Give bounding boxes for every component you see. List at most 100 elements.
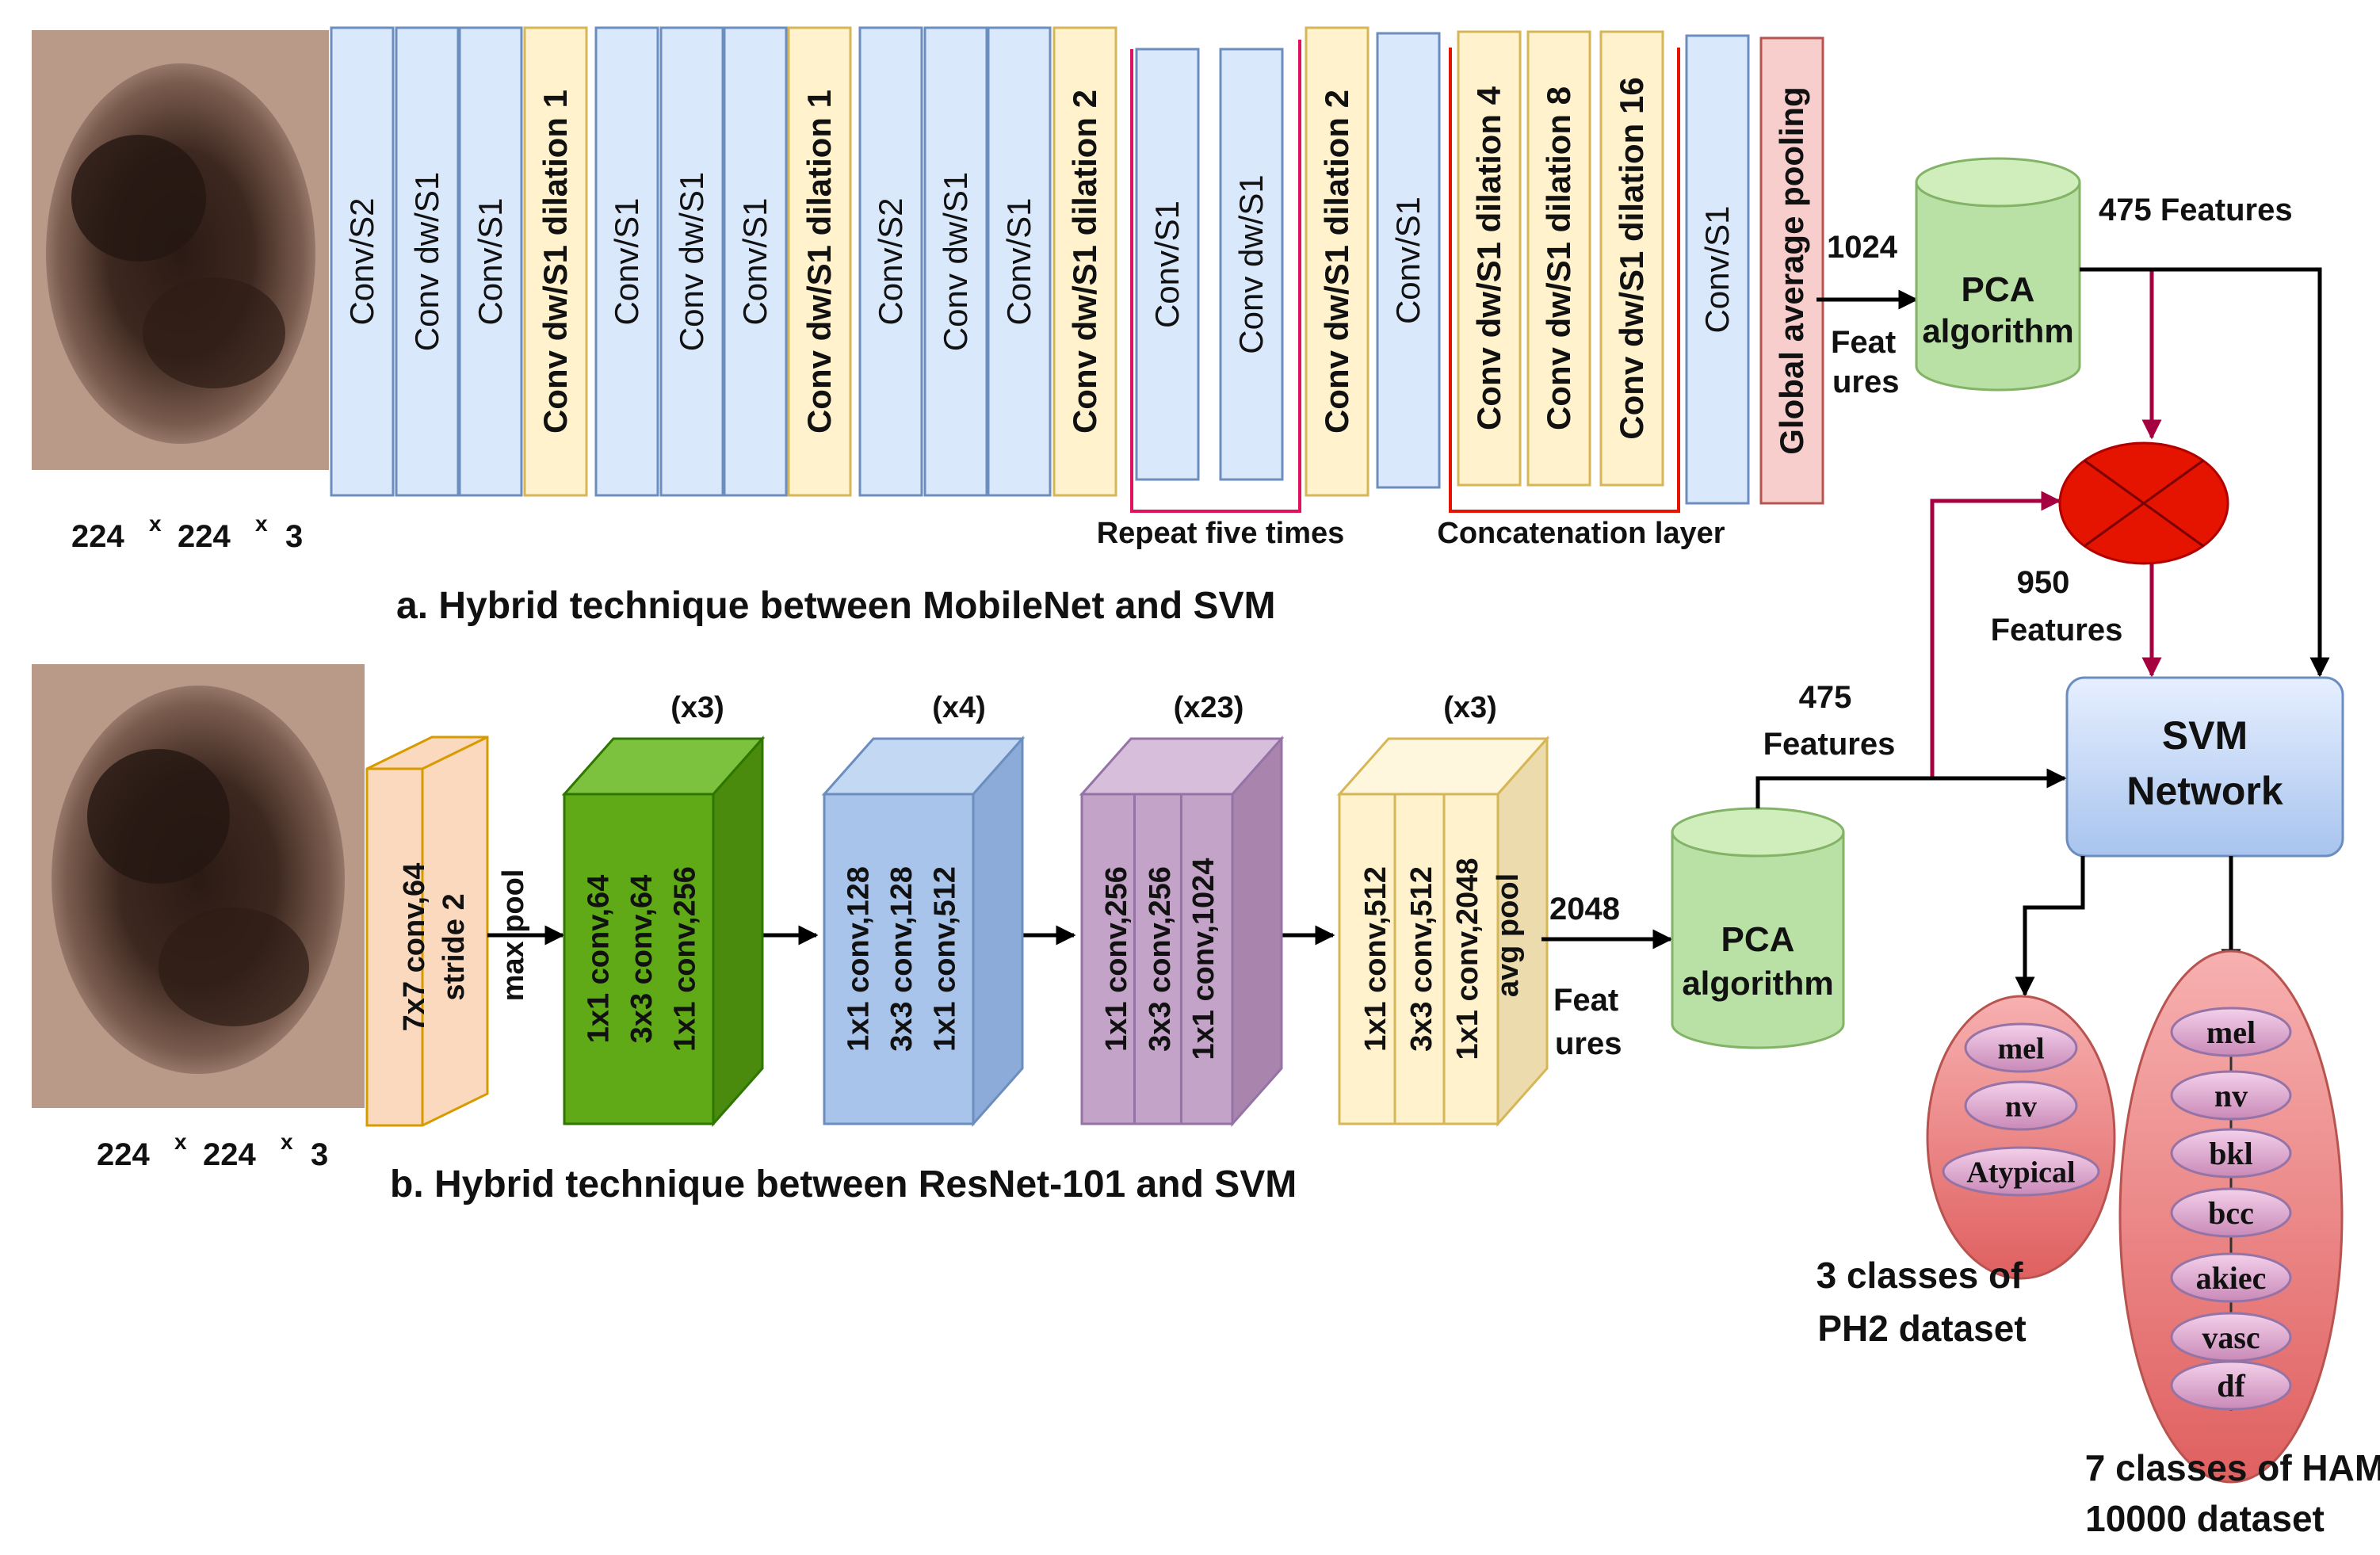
input-image-a — [32, 30, 329, 470]
ham-class-label: bcc — [2208, 1195, 2254, 1231]
svg-text:3 classes of: 3 classes of — [1817, 1255, 2024, 1296]
mobilenet-layer-18: Conv dw/S1 dilation 8 — [1526, 30, 1591, 487]
svg-text:Network: Network — [2126, 769, 2283, 813]
svg-text:10000 dataset: 10000 dataset — [2085, 1498, 2325, 1539]
svg-text:SVM: SVM — [2162, 713, 2248, 758]
ham-class-nv: nv — [2170, 1070, 2292, 1121]
features-475-label: 475 Features — [2099, 193, 2293, 227]
mobilenet-layer-16: Conv/S1 — [1376, 32, 1441, 489]
mobilenet-layer-label: Conv dw/S1 dilation 4 — [1470, 86, 1507, 430]
ham-class-bcc: bcc — [2170, 1187, 2292, 1238]
svg-text:1024: 1024 — [1827, 230, 1898, 265]
svg-text:224: 224 — [97, 1137, 150, 1172]
mobilenet-layer-label: Conv/S1 — [1000, 197, 1037, 325]
ham-class-label: df — [2217, 1368, 2245, 1404]
mobilenet-layer-17: Conv dw/S1 dilation 4 — [1457, 30, 1522, 487]
mobilenet-layer-10: Conv dw/S1 — [923, 26, 988, 497]
mobilenet-layer-label: Conv dw/S1 dilation 1 — [537, 90, 574, 434]
svm-network[interactable]: SVM Network — [2065, 676, 2344, 858]
mobilenet-layer-label: Conv dw/S1 — [673, 172, 710, 351]
mobilenet-layer-label: Conv dw/S1 dilation 2 — [1066, 90, 1103, 434]
svg-text:224: 224 — [203, 1137, 256, 1172]
mobilenet-layer-label: Conv dw/S1 — [1232, 174, 1270, 353]
svg-text:224: 224 — [178, 519, 231, 554]
svg-text:Feat: Feat — [1553, 983, 1618, 1018]
svg-text:ures: ures — [1832, 365, 1900, 399]
mobilenet-layer-label: Conv/S1 — [736, 197, 774, 325]
mobilenet-layer-20: Conv/S1 — [1685, 34, 1750, 505]
mobilenet-layer-15: Conv dw/S1 dilation 2 — [1305, 26, 1370, 497]
input-size-a: 224 x 224 x 3 — [71, 511, 303, 554]
resnet-features: 2048 Feat ures — [1549, 892, 1622, 1061]
resnet-block-line: 1x1 conv,256 — [668, 866, 701, 1052]
repeat-bracket: Repeat five times — [1097, 40, 1344, 550]
svg-text:950: 950 — [2017, 565, 2070, 600]
resnet-block-line: 1x1 conv,256 — [1100, 866, 1133, 1052]
svg-text:x: x — [255, 511, 268, 536]
svg-text:PCA: PCA — [1962, 270, 2035, 309]
pca-cylinder-b: PCA algorithm — [1671, 807, 1845, 1049]
resnet-block-repeat: (x3) — [1443, 691, 1497, 724]
ham-class-label: nv — [2214, 1078, 2248, 1114]
ham-class-bkl: bkl — [2170, 1128, 2292, 1179]
mobilenet-layer-1: Conv/S2 — [330, 26, 395, 497]
mobilenet-layer-label: Global average pooling — [1773, 86, 1810, 454]
resnet-block-line: 1x1 conv,128 — [842, 866, 875, 1052]
resnet-block-line: 3x3 conv,64 — [625, 875, 659, 1044]
resnet-block-line: 3x3 conv,128 — [885, 866, 919, 1052]
concat-bracket: Concatenation layer — [1437, 48, 1725, 550]
mobilenet-layer-label: Conv/S1 — [1698, 205, 1736, 333]
svg-text:x: x — [281, 1129, 293, 1154]
input-image-b — [32, 664, 365, 1108]
mobilenet-layer-9: Conv/S2 — [858, 26, 923, 497]
ph2-class-mel: mel — [1964, 1022, 2078, 1073]
mobilenet-layer-13: Conv/S1 — [1135, 48, 1200, 481]
mobilenet-layer-label: Conv/S1 — [608, 197, 645, 325]
mobilenet-layer-21: Global average pooling — [1759, 36, 1824, 505]
svg-text:Features: Features — [1991, 613, 2123, 648]
ham-class-vasc: vasc — [2170, 1312, 2292, 1362]
fusion-node — [2058, 441, 2229, 565]
resnet-block-line: 1x1 conv,2048 — [1451, 858, 1484, 1060]
mobilenet-layer-11: Conv/S1 — [987, 26, 1052, 497]
mobilenet-layer-label: Conv/S2 — [872, 197, 909, 325]
mobilenet-layer-7: Conv/S1 — [723, 26, 788, 497]
svg-text:224: 224 — [71, 519, 124, 554]
mobilenet-layer-label: Conv dw/S1 — [408, 172, 445, 351]
resnet-block-line: 1x1 conv,512 — [1359, 866, 1392, 1052]
ham-class-label: bkl — [2209, 1136, 2253, 1171]
svg-text:ures: ures — [1555, 1026, 1622, 1061]
svg-text:475: 475 — [1799, 680, 1852, 715]
mobilenet-layer-14: Conv dw/S1 — [1219, 48, 1284, 481]
svg-text:7 classes of HAM: 7 classes of HAM — [2085, 1447, 2380, 1488]
svg-text:7x7 conv,64: 7x7 conv,64 — [398, 863, 431, 1032]
ham-output: mel nv bkl bcc akiec vasc df — [2118, 949, 2344, 1484]
arrow-svm-to-ph2 — [2015, 856, 2085, 997]
resnet-stem-block: 7x7 conv,64 stride 2 — [365, 735, 489, 1127]
mobilenet-layer-19: Conv dw/S1 dilation 16 — [1599, 30, 1664, 487]
resnet-block-line: 1x1 conv,64 — [582, 875, 615, 1044]
mobilenet-layer-label: Conv/S1 — [1148, 201, 1186, 328]
mobilenet-layers: Conv/S2 Conv dw/S1 Conv/S1 Conv dw/S1 dilat… — [330, 26, 1824, 505]
mobilenet-layer-label: Conv dw/S1 — [937, 172, 974, 351]
ham-class-akiec: akiec — [2170, 1252, 2292, 1303]
resnet-block-repeat: (x4) — [932, 691, 986, 724]
ham-class-label: mel — [2206, 1014, 2256, 1050]
mobilenet-layer-label: Conv dw/S1 dilation 1 — [800, 90, 838, 434]
ham-class-label: vasc — [2202, 1320, 2260, 1355]
ph2-caption: 3 classes of PH2 dataset — [1817, 1255, 2027, 1349]
mobilenet-layer-label: Conv/S2 — [343, 197, 380, 325]
svg-text:x: x — [149, 511, 162, 536]
mobilenet-layer-label: Conv dw/S1 dilation 16 — [1613, 77, 1650, 439]
pca-cylinder-a: PCA algorithm — [1915, 157, 2081, 392]
mobilenet-features: 1024 Feat ures — [1827, 230, 1900, 399]
mobilenet-layer-8: Conv dw/S1 dilation 1 — [787, 26, 852, 497]
svg-text:3: 3 — [311, 1137, 328, 1172]
mobilenet-layer-label: Conv/S1 — [1389, 197, 1427, 324]
svg-text:2048: 2048 — [1549, 892, 1620, 927]
